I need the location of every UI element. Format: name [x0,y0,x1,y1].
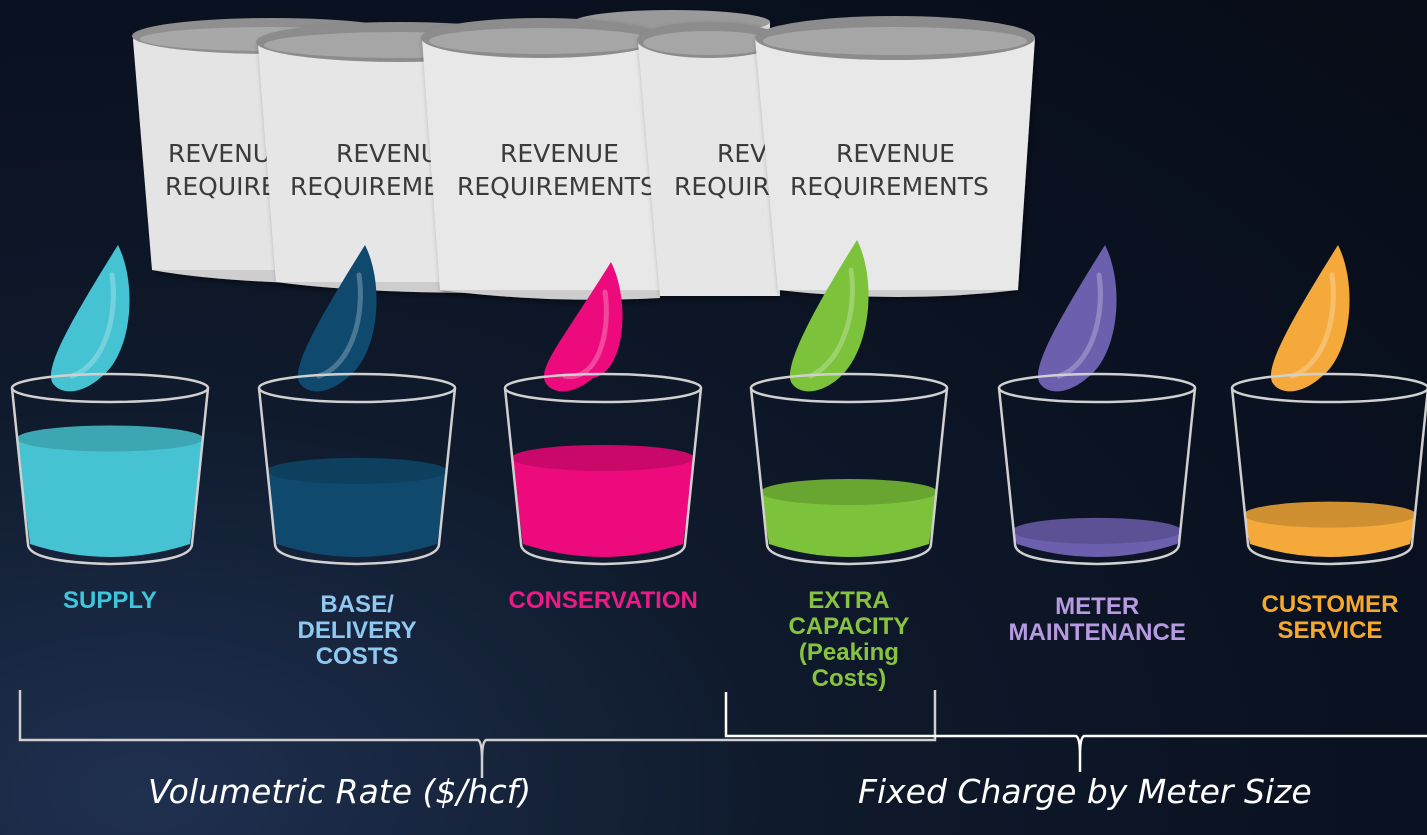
base-delivery-rim [257,372,457,404]
extra-capacity-glass [749,387,949,566]
fixed-bracket [724,692,1427,772]
supply-label: SUPPLY [63,588,157,614]
conservation-liquid-surface [511,444,695,471]
vessel-3-line1: REVENUE [500,139,619,168]
base-delivery-liquid [266,470,448,557]
vessel-5-line1: REVENUE [836,139,955,168]
customer-service-label-line: SERVICE [1277,617,1383,644]
customer-service-bucket [1230,372,1427,566]
meter-maintenance-stream-highlight [1056,272,1103,379]
base-delivery-label-line: BASE/ [320,591,394,618]
base-delivery-glass [257,387,457,566]
supply-liquid-surface [16,425,204,452]
base-delivery-label-line: COSTS [315,643,399,670]
vessel-2-line1: REVENUE [336,139,455,168]
base-delivery-stream [298,245,377,392]
conservation-liquid [511,457,695,557]
supply-rim [10,372,210,404]
customer-service-glass [1230,387,1427,566]
base-delivery-bucket [257,372,457,566]
meter-maintenance-stream [1038,245,1117,392]
extra-capacity-liquid-surface [760,478,938,505]
meter-maintenance-glass [997,387,1197,566]
conservation-rim [503,372,703,404]
customer-service-stream [1271,245,1350,392]
supply-label-line: SUPPLY [63,587,157,614]
extra-capacity-rim [749,372,949,404]
volumetric-bracket [18,690,937,778]
meter-maintenance-label-line: METER [1055,593,1140,620]
extra-capacity-stream-highlight [808,267,855,379]
extra-capacity-label-line: CAPACITY [788,613,910,640]
vessel-4-line2: REQUIREMENTS [674,172,873,201]
vessel-5-line2: REQUIREMENTS [790,172,989,201]
revenue-vessel-4: REVENUE REQUIREMENTS [637,22,873,296]
supply-stream [51,245,130,392]
base-delivery-label-line: DELIVERY [297,617,417,644]
revenue-vessel-3: REVENUE REQUIREMENTS [421,18,661,300]
cost-buckets [10,372,1427,566]
extra-capacity-bucket [749,372,949,566]
volumetric-rate-label: Volumetric Rate ($/hcf) [148,772,532,811]
conservation-stream-highlight [562,289,609,379]
conservation-label: CONSERVATION [509,588,698,614]
conservation-glass [503,387,703,566]
base-delivery-stream-highlight [316,272,363,379]
meter-maintenance-label-line: MAINTENANCE [1008,619,1186,646]
vessel-4-line1: REVENUE [717,139,836,168]
revenue-streams [51,240,1350,392]
extra-capacity-label-line: (Peaking [798,639,899,666]
supply-bucket [10,372,210,566]
conservation-label-line: CONSERVATION [508,587,698,614]
customer-service-rim [1230,372,1427,404]
base-delivery-liquid-surface [266,457,448,484]
revenue-requirements-vessels: REVENUE REQUIREMENTS REVENUE REQUIREMENT… [132,10,1035,300]
supply-glass [10,387,210,566]
conservation-stream [544,262,623,392]
extra-capacity-label-line: Costs) [811,665,887,692]
meter-maintenance-bucket [997,372,1197,566]
customer-service-stream-highlight [1289,272,1336,379]
meter-maintenance-liquid-surface [1012,517,1182,544]
customer-service-liquid-surface [1243,501,1417,528]
vessel-2-line2: REQUIREMENTS [290,172,489,201]
conservation-bucket [503,372,703,566]
vessel-3-line2: REQUIREMENTS [457,172,656,201]
extra-capacity-label-line: EXTRA [808,587,890,614]
fixed-charge-label: Fixed Charge by Meter Size [858,772,1312,811]
revenue-vessel-5: REVENUE REQUIREMENTS [755,16,1035,297]
meter-maintenance-rim [997,372,1197,404]
supply-liquid [16,438,204,557]
customer-service-label-line: CUSTOMER [1261,591,1399,618]
supply-stream-highlight [69,272,116,379]
extra-capacity-liquid [760,491,938,557]
extra-capacity-stream [790,240,869,392]
